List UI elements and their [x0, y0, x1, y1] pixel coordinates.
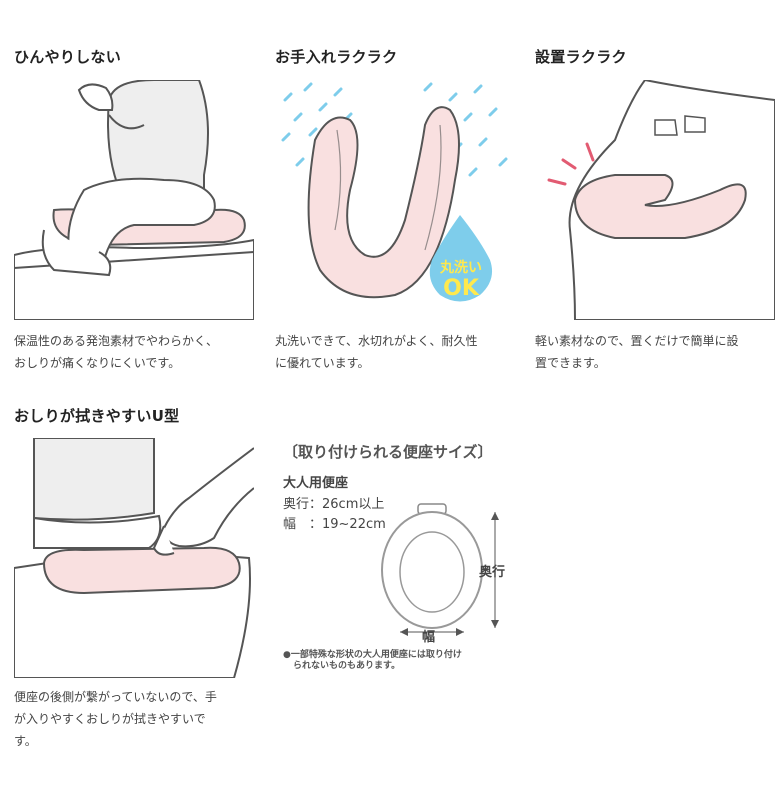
desc-line: 保温性のある発泡素材でやわらかく、 [14, 334, 219, 348]
feature-title-easy-install: 設置ラクラク [535, 48, 627, 66]
desc-line: 便座の後側が繋がっていないので、手 [14, 690, 217, 704]
illustration-washing-pad: 丸洗い OK [275, 80, 515, 320]
note-line: られないものもあります。 [293, 661, 401, 671]
desc-line: す。 [14, 734, 37, 748]
size-subtitle: 大人用便座 [283, 476, 349, 491]
feature-desc-warm: 保温性のある発泡素材でやわらかく、 おしりが痛くなりにくいです。 [14, 330, 259, 374]
badge-top-text: 丸洗い [439, 259, 482, 276]
width-dimension-label: 幅 [422, 630, 436, 645]
desc-line: 軽い素材なので、置くだけで簡単に設 [535, 334, 739, 348]
illustration-hand-wiping [14, 438, 254, 678]
illustration-child-on-seat [14, 80, 254, 320]
size-depth-spec: 奥行：26cm以上 [283, 497, 385, 512]
illustration-pad-on-toilet [535, 80, 775, 320]
size-section-title: 〔取り付けられる便座サイズ〕 [283, 443, 493, 461]
feature-title-warm: ひんやりしない [14, 48, 122, 66]
desc-line: が入りやすくおしりが拭きやすいで [14, 712, 206, 726]
feature-title-easy-care: お手入れラクラク [275, 48, 398, 66]
feature-desc-u-shape: 便座の後側が繋がっていないので、手 が入りやすくおしりが拭きやすいで す。 [14, 686, 259, 752]
desc-line: 置できます。 [535, 356, 606, 370]
desc-line: おしりが痛くなりにくいです。 [14, 356, 181, 370]
feature-desc-easy-install: 軽い素材なので、置くだけで簡単に設 置できます。 [535, 330, 780, 374]
feature-desc-easy-care: 丸洗いできて、水切れがよく、耐久性 に優れています。 [275, 330, 520, 374]
size-width-spec: 幅 ：19~22cm [283, 517, 386, 532]
size-note: ●一部特殊な形状の大人用便座には取り付け られないものもあります。 [283, 650, 523, 672]
feature-title-u-shape: おしりが拭きやすいU型 [14, 407, 180, 425]
seat-dimension-diagram [375, 500, 525, 650]
depth-dimension-label: 奥行 [479, 565, 506, 580]
desc-line: に優れています。 [275, 356, 370, 370]
note-line: ●一部特殊な形状の大人用便座には取り付け [283, 650, 462, 660]
badge-ok-text: OK [443, 276, 480, 301]
desc-line: 丸洗いできて、水切れがよく、耐久性 [275, 334, 478, 348]
